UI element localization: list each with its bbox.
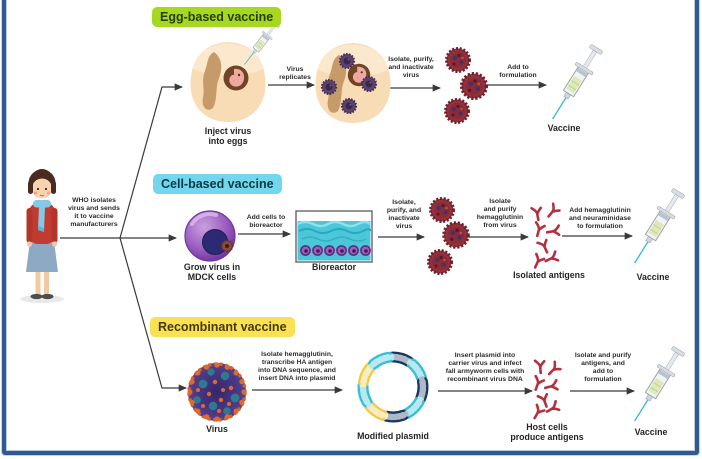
modified-plasmid-label: Modified plasmid xyxy=(357,431,429,441)
isolate-inactivate-label-row1: Isolate, purify, and inactivate virus xyxy=(388,56,434,80)
virus-label: Virus xyxy=(206,424,228,434)
modified-plasmid-icon xyxy=(357,351,429,423)
cell-based-vaccine-header: Cell-based vaccine xyxy=(153,174,282,194)
flow-arrows xyxy=(60,81,636,395)
add-hemagglutinin-label: Add hemagglutinin and neuraminidase to f… xyxy=(569,207,631,231)
virus-replicates-label: Virus replicates xyxy=(279,66,311,82)
purify-antigens-label: Isolate and purify antigens, and add to … xyxy=(574,352,632,384)
grow-virus-label: Grow virus in MDCK cells xyxy=(183,262,241,282)
who-scientist-figure xyxy=(20,169,64,303)
egg-replicated-icon xyxy=(315,43,391,123)
vaccine-label-row3: Vaccine xyxy=(634,427,668,437)
virus-particles-row1-icon xyxy=(444,47,489,124)
insert-plasmid-label: Insert plasmid into carrier virus and in… xyxy=(445,352,525,384)
vaccine-syringe-row1-icon xyxy=(543,41,607,125)
isolated-antigens-label: Isolated antigens xyxy=(513,270,585,280)
inject-virus-label: Inject virus into eggs xyxy=(204,126,252,146)
host-cell-antigens-icon xyxy=(530,357,563,422)
recombinant-vaccine-header: Recombinant vaccine xyxy=(150,317,295,337)
egg-based-vaccine-header: Egg-based vaccine xyxy=(152,7,282,27)
vaccine-label-row1: Vaccine xyxy=(547,123,581,133)
vaccine-label-row2: Vaccine xyxy=(636,272,670,282)
add-to-formulation-label-row1: Add to formulation xyxy=(499,64,537,80)
bioreactor-label: Bioreactor xyxy=(312,262,356,272)
who-source-label: WHO isolates virus and sends it to vacci… xyxy=(68,197,120,229)
mdck-cell-icon xyxy=(184,210,236,262)
recombinant-virus-icon xyxy=(187,362,247,422)
isolate-inactivate-label-row2: Isolate, purify, and inactivate virus xyxy=(386,199,422,231)
bioreactor-icon xyxy=(295,210,373,263)
purify-hemagglutinin-label: Isolate and purify hemagglutinin from vi… xyxy=(476,198,524,230)
add-cells-label: Add cells to bioreactor xyxy=(246,214,286,230)
isolate-hemagglutinin-label: Isolate hemagglutinin, transcribe HA ant… xyxy=(258,351,336,383)
host-cells-label: Host cells produce antigens xyxy=(510,422,584,442)
egg-inject-icon xyxy=(190,42,266,122)
